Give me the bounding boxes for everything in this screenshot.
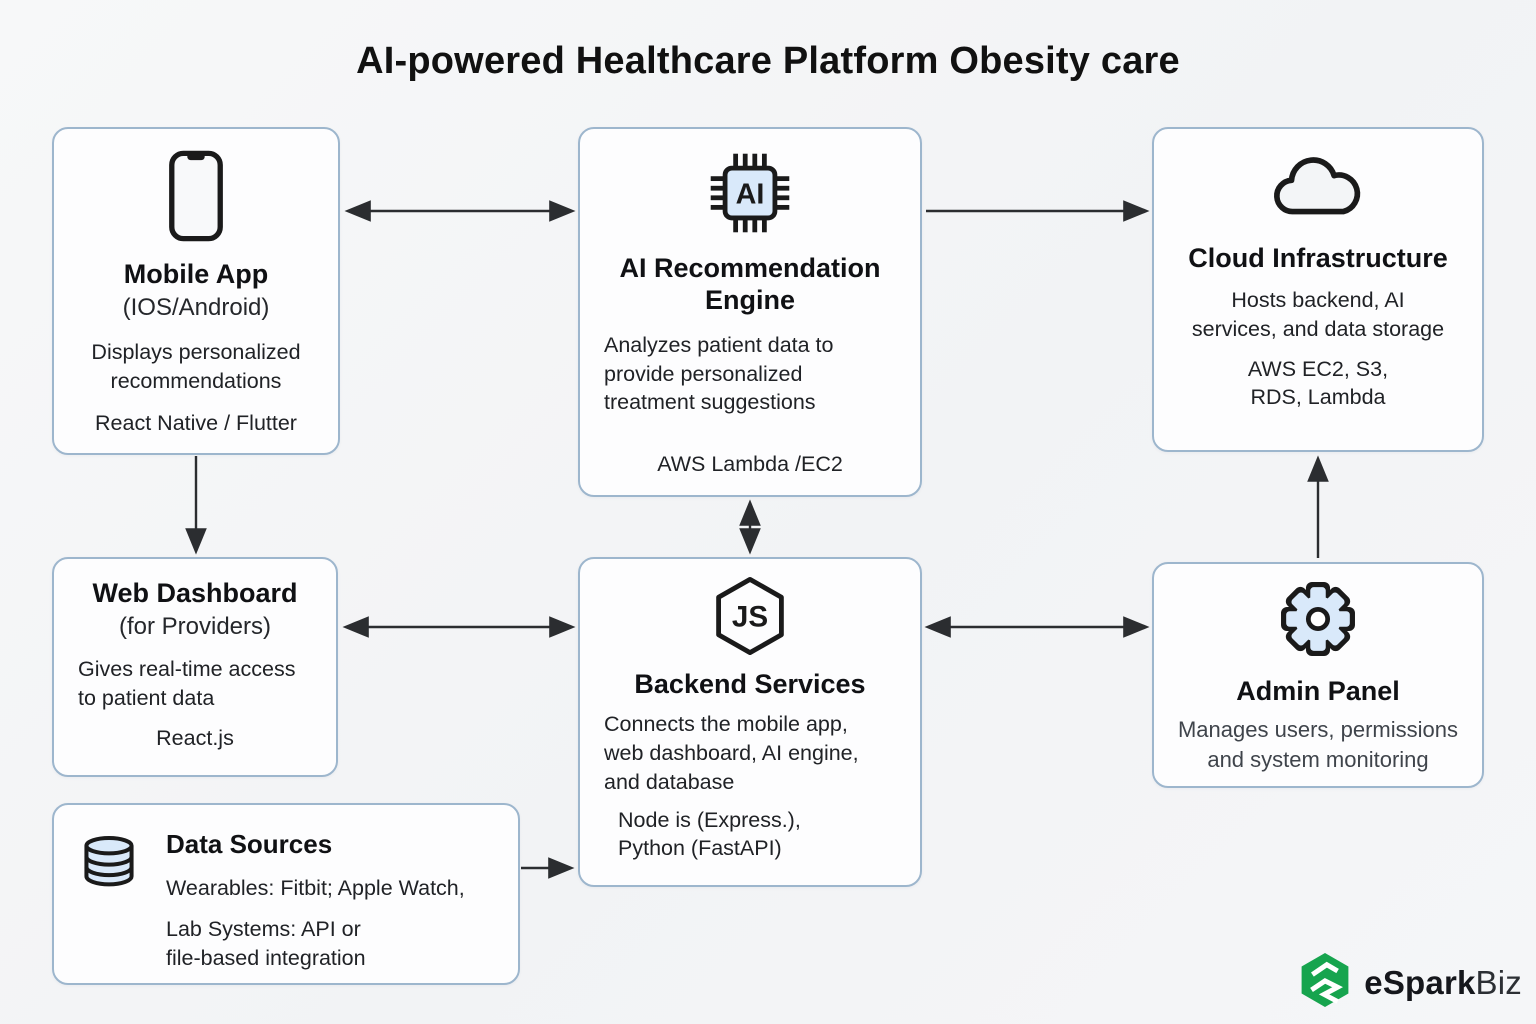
cloud-infrastructure-node: Cloud Infrastructure Hosts backend, AI s… [1152,127,1484,452]
backend-description: Connects the mobile app, web dashboard, … [604,712,859,794]
mobile-app-node: Mobile App (IOS/Android) Displays person… [52,127,340,455]
web-dashboard-description: Gives real-time access to patient data [78,657,296,711]
database-icon [80,833,138,894]
admin-panel-node: Admin Panel Manages users, permissions a… [1152,562,1484,788]
cloud-icon [1266,151,1370,226]
esparkbiz-logo: eSparkBiz [1298,951,1522,1014]
ai-chip-icon: AI [704,147,796,244]
cloud-title: Cloud Infrastructure [1188,243,1448,273]
ai-engine-description: Analyzes patient data to provide persona… [604,332,834,415]
mobile-app-title: Mobile App [123,259,269,289]
backend-title: Backend Services [634,669,866,699]
admin-panel-description: Manages users, permissions and system mo… [1177,717,1458,772]
brand-name-bold: eSpark [1364,963,1476,1001]
cloud-description: Hosts backend, AI services, and data sto… [1191,288,1445,342]
web-dashboard-tech: React.js [156,725,234,750]
nodejs-icon-label: JS [732,600,768,633]
ai-chip-label: AI [736,179,765,211]
data-sources-lab-systems: Lab Systems: API or file-based integrati… [166,916,366,970]
web-dashboard-title: Web Dashboard [92,578,298,608]
data-sources-node: Data Sources Wearables: Fitbit; Apple Wa… [52,803,520,985]
cloud-tech: AWS EC2, S3, RDS, Lambda [1247,356,1389,409]
page-title: AI-powered Healthcare Platform Obesity c… [356,40,1180,82]
ai-engine-tech: AWS Lambda /EC2 [657,452,843,477]
mobile-app-subtitle: (IOS/Android) [122,294,270,322]
backend-services-node: JS Backend Services Connects the mobile … [578,557,922,887]
ai-engine-node: AI AI Recommendation Engine Analyzes pat… [578,127,922,497]
nodejs-icon: JS [713,575,787,662]
admin-panel-title: Admin Panel [1236,676,1400,706]
backend-tech: Node is (Express.), Python (FastAPI) [618,807,801,860]
brand-name-light: Biz [1475,963,1522,1001]
data-sources-wearables: Wearables: Fitbit; Apple Watch, [166,876,465,901]
smartphone-icon [165,149,227,248]
mobile-app-description: Displays personalized recommendations [91,340,301,394]
web-dashboard-node: Web Dashboard (for Providers) Gives real… [52,557,338,777]
data-sources-title: Data Sources [166,829,333,859]
ai-engine-title: AI Recommendation Engine [619,253,881,316]
esparkbiz-logo-icon [1298,951,1352,1014]
gear-icon [1275,576,1361,667]
mobile-app-tech: React Native / Flutter [95,410,297,435]
web-dashboard-subtitle: (for Providers) [118,613,272,641]
